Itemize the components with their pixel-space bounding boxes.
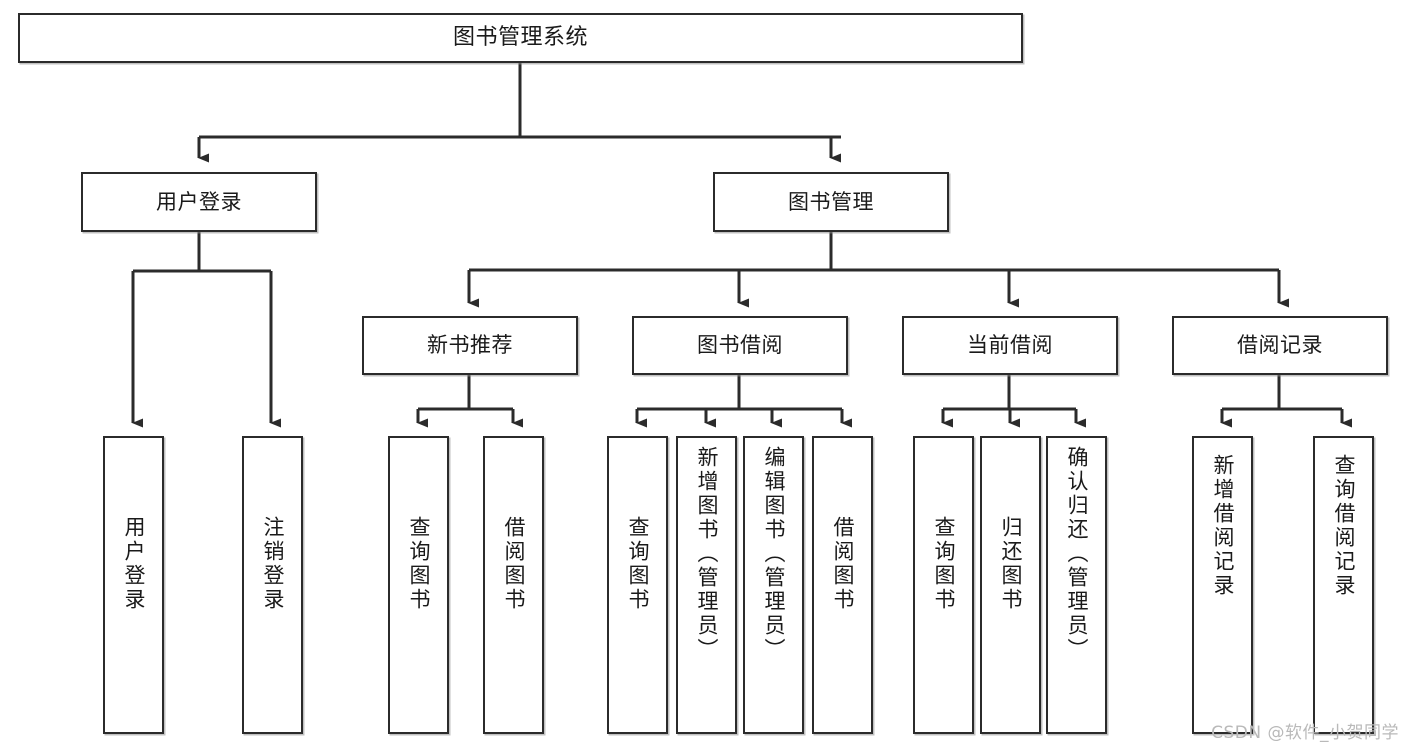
node-label: 查询图书 [932,516,956,612]
node-leaf-user-logout[interactable]: 注销登录 [242,436,303,734]
node-leaf-borrow-book-2[interactable]: 借阅图书 [812,436,873,734]
node-label: 查询借阅记录 [1332,454,1356,598]
node-label: 当前借阅 [967,333,1053,358]
node-leaf-user-login[interactable]: 用户登录 [103,436,164,734]
node-leaf-query-book-3[interactable]: 查询图书 [913,436,974,734]
node-label: 编辑图书（管理员） [762,446,786,662]
node-leaf-edit-book[interactable]: 编辑图书（管理员） [743,436,804,734]
node-label: 新增借阅记录 [1211,454,1235,598]
node-user-login[interactable]: 用户登录 [81,172,317,232]
node-label: 用户登录 [122,516,146,612]
node-label: 新增图书（管理员） [695,446,719,662]
node-label: 注销登录 [261,516,285,612]
node-label: 图书借阅 [697,333,783,358]
node-book-borrow[interactable]: 图书借阅 [632,316,848,375]
node-label: 图书管理系统 [452,25,588,51]
node-leaf-add-book[interactable]: 新增图书（管理员） [676,436,737,734]
node-label: 借阅图书 [502,516,526,612]
node-label: 借阅图书 [831,516,855,612]
node-label: 图书管理 [788,189,874,214]
node-leaf-query-book-2[interactable]: 查询图书 [607,436,668,734]
node-leaf-return-book[interactable]: 归还图书 [980,436,1041,734]
node-borrow-record[interactable]: 借阅记录 [1172,316,1388,375]
node-leaf-confirm-return[interactable]: 确认归还（管理员） [1046,436,1107,734]
node-label: 归还图书 [999,516,1023,612]
node-label: 确认归还（管理员） [1065,446,1089,662]
node-label: 查询图书 [626,516,650,612]
node-label: 新书推荐 [427,333,513,358]
node-label: 用户登录 [156,189,242,214]
node-new-book-recommend[interactable]: 新书推荐 [362,316,578,375]
node-leaf-query-borrow-record[interactable]: 查询借阅记录 [1313,436,1374,734]
watermark-text: CSDN @软件_小贺同学 [1211,723,1399,743]
node-leaf-query-book-1[interactable]: 查询图书 [388,436,449,734]
node-leaf-add-borrow-record[interactable]: 新增借阅记录 [1192,436,1253,734]
node-leaf-borrow-book-1[interactable]: 借阅图书 [483,436,544,734]
node-root-book-management-system[interactable]: 图书管理系统 [18,13,1023,63]
node-book-management[interactable]: 图书管理 [713,172,949,232]
node-label: 查询图书 [407,516,431,612]
node-current-borrow[interactable]: 当前借阅 [902,316,1118,375]
node-label: 借阅记录 [1237,333,1323,358]
